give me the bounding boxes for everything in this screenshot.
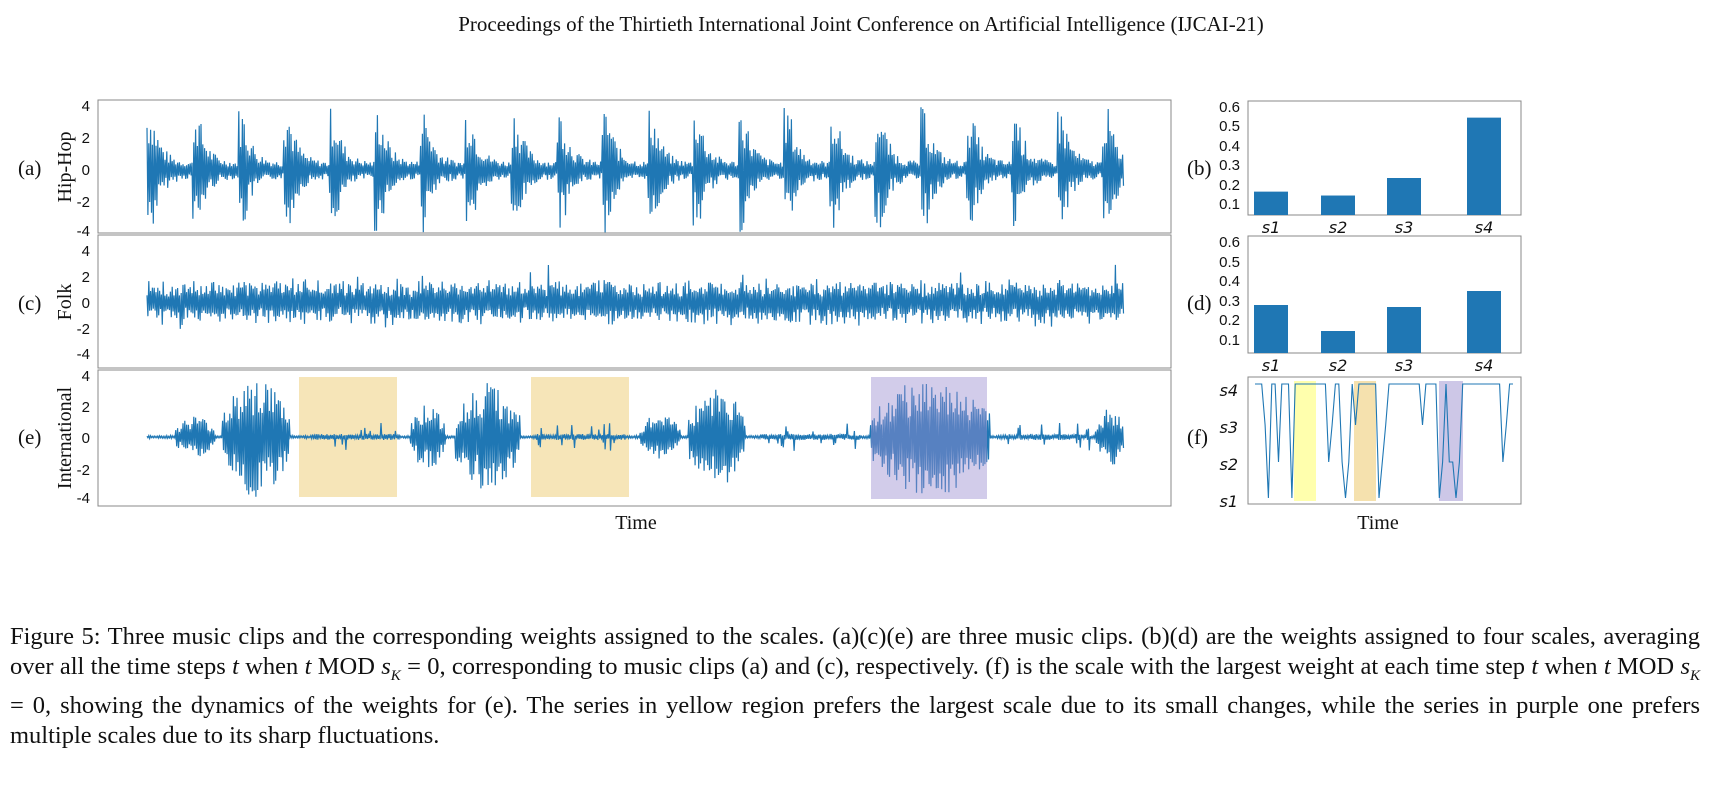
- ytick: 4: [82, 98, 90, 115]
- ylabel-international: International: [54, 386, 76, 489]
- ytick: 4: [82, 243, 90, 260]
- caption-text: = 0, corresponding to music clips (a) an…: [400, 653, 1532, 680]
- panel-label-d: (d): [1187, 291, 1212, 315]
- panel-label-a: (a): [18, 156, 41, 180]
- caption-math: K: [1690, 667, 1701, 684]
- ytick: 0.2: [1219, 312, 1240, 329]
- d-xtick-s1: s1: [1262, 356, 1281, 375]
- caption-math: t: [1531, 653, 1539, 680]
- ytick: 0.4: [1219, 138, 1240, 155]
- panel-b-frame: [1247, 100, 1522, 216]
- waveform-international: [146, 383, 1125, 497]
- figure-caption: Figure 5: Three music clips and the corr…: [10, 622, 1700, 751]
- ytick-s1: s1: [1219, 492, 1238, 511]
- ytick: 2: [82, 269, 90, 286]
- highlight-purple-f: [1439, 381, 1463, 501]
- yticks-e: 4 2 0 -2 -4: [77, 368, 90, 507]
- ytick: 0.6: [1219, 234, 1240, 251]
- yticks-d: 0.6 0.5 0.4 0.3 0.2 0.1: [1219, 234, 1240, 349]
- ytick: 0.6: [1219, 99, 1240, 116]
- b-xtick-s3: s3: [1395, 218, 1414, 237]
- b-bar-s1: [1254, 191, 1288, 215]
- ytick: 0.5: [1219, 254, 1240, 271]
- highlight-yellow-f1: [1294, 381, 1316, 501]
- b-bar-s4: [1467, 117, 1501, 215]
- caption-text: MOD: [1610, 653, 1681, 680]
- caption-text: Figure 5: Three music clips and the corr…: [10, 623, 1700, 680]
- b-xtick-s4: s4: [1475, 218, 1494, 237]
- ytick: 0: [82, 430, 90, 447]
- panel-c-frame: [97, 234, 1172, 369]
- ytick: 0.2: [1219, 177, 1240, 194]
- xlabel-time-waveform: Time: [615, 512, 657, 534]
- panel-label-f: (f): [1187, 425, 1208, 449]
- d-bar-s1: [1254, 305, 1288, 353]
- d-xtick-s3: s3: [1395, 356, 1414, 375]
- panel-e-frame: [97, 369, 1172, 507]
- yticks-a: 4 2 0 -2 -4: [77, 98, 90, 240]
- d-xtick-s2: s2: [1329, 356, 1348, 375]
- ytick: 2: [82, 130, 90, 147]
- panel-d-frame: [1247, 235, 1522, 354]
- ytick-s3: s3: [1219, 418, 1238, 437]
- ytick: -2: [77, 321, 90, 338]
- ylabel-hiphop: Hip-Hop: [54, 131, 76, 202]
- ytick: 0.5: [1219, 118, 1240, 135]
- ytick-s4: s4: [1219, 381, 1238, 400]
- ytick-s2: s2: [1219, 455, 1238, 474]
- ytick: 2: [82, 399, 90, 416]
- yticks-b: 0.6 0.5 0.4 0.3 0.2 0.1: [1219, 99, 1240, 213]
- d-bar-s3: [1387, 307, 1421, 353]
- b-xtick-s2: s2: [1329, 218, 1348, 237]
- panel-label-c: (c): [18, 291, 41, 315]
- caption-math: s: [1680, 653, 1690, 680]
- ytick: 0.3: [1219, 293, 1240, 310]
- scale-chart-f: s4 s3 s2 s1 Time: [1219, 376, 1522, 534]
- ytick: 0: [82, 162, 90, 179]
- ytick: 4: [82, 368, 90, 385]
- b-xtick-s1: s1: [1262, 218, 1281, 237]
- waveform-hiphop: [146, 107, 1125, 233]
- caption-text: when: [238, 653, 305, 680]
- scale-line-f: [1255, 383, 1513, 499]
- ytick: -4: [77, 490, 90, 507]
- b-bar-s2: [1321, 195, 1355, 215]
- panel-f-frame: [1247, 376, 1522, 505]
- d-xtick-s4: s4: [1475, 356, 1494, 375]
- page-header: Proceedings of the Thirtieth Internation…: [458, 12, 1264, 36]
- highlight-yellow-f2: [1354, 381, 1376, 501]
- d-bar-s4: [1467, 291, 1501, 353]
- caption-math: K: [390, 667, 401, 684]
- caption-text: = 0, showing the dynamics of the weights…: [10, 691, 1700, 749]
- caption-math: t: [1603, 653, 1611, 680]
- highlight-purple: [871, 377, 987, 499]
- panel-label-b: (b): [1187, 156, 1212, 180]
- ytick: 0.1: [1219, 332, 1240, 349]
- waveform-folk: [146, 264, 1125, 329]
- caption-math: s: [381, 653, 391, 680]
- b-bar-s3: [1387, 178, 1421, 215]
- yticks-c: 4 2 0 -2 -4: [77, 243, 90, 363]
- ytick: 0.1: [1219, 196, 1240, 213]
- caption-math: t: [232, 653, 239, 680]
- ytick: 0.3: [1219, 157, 1240, 174]
- caption-math: t: [304, 653, 312, 680]
- caption-text: MOD: [311, 653, 382, 680]
- bar-chart-d: 0.6 0.5 0.4 0.3 0.2 0.1 s1 s2 s3 s4: [1219, 234, 1522, 375]
- caption-text: when: [1538, 653, 1604, 680]
- ytick: -2: [77, 194, 90, 211]
- panel-label-e: (e): [18, 425, 41, 449]
- ytick: -4: [77, 346, 90, 363]
- panel-a-frame: [97, 99, 1172, 234]
- ytick: 0.4: [1219, 273, 1240, 290]
- d-bar-s2: [1321, 331, 1355, 353]
- ylabel-folk: Folk: [54, 284, 76, 321]
- xlabel-time-scale: Time: [1357, 512, 1399, 534]
- ytick: -4: [77, 223, 90, 240]
- bar-chart-b: 0.6 0.5 0.4 0.3 0.2 0.1 s1 s2 s3 s4: [1219, 99, 1522, 237]
- ytick: 0: [82, 295, 90, 312]
- ytick: -2: [77, 462, 90, 479]
